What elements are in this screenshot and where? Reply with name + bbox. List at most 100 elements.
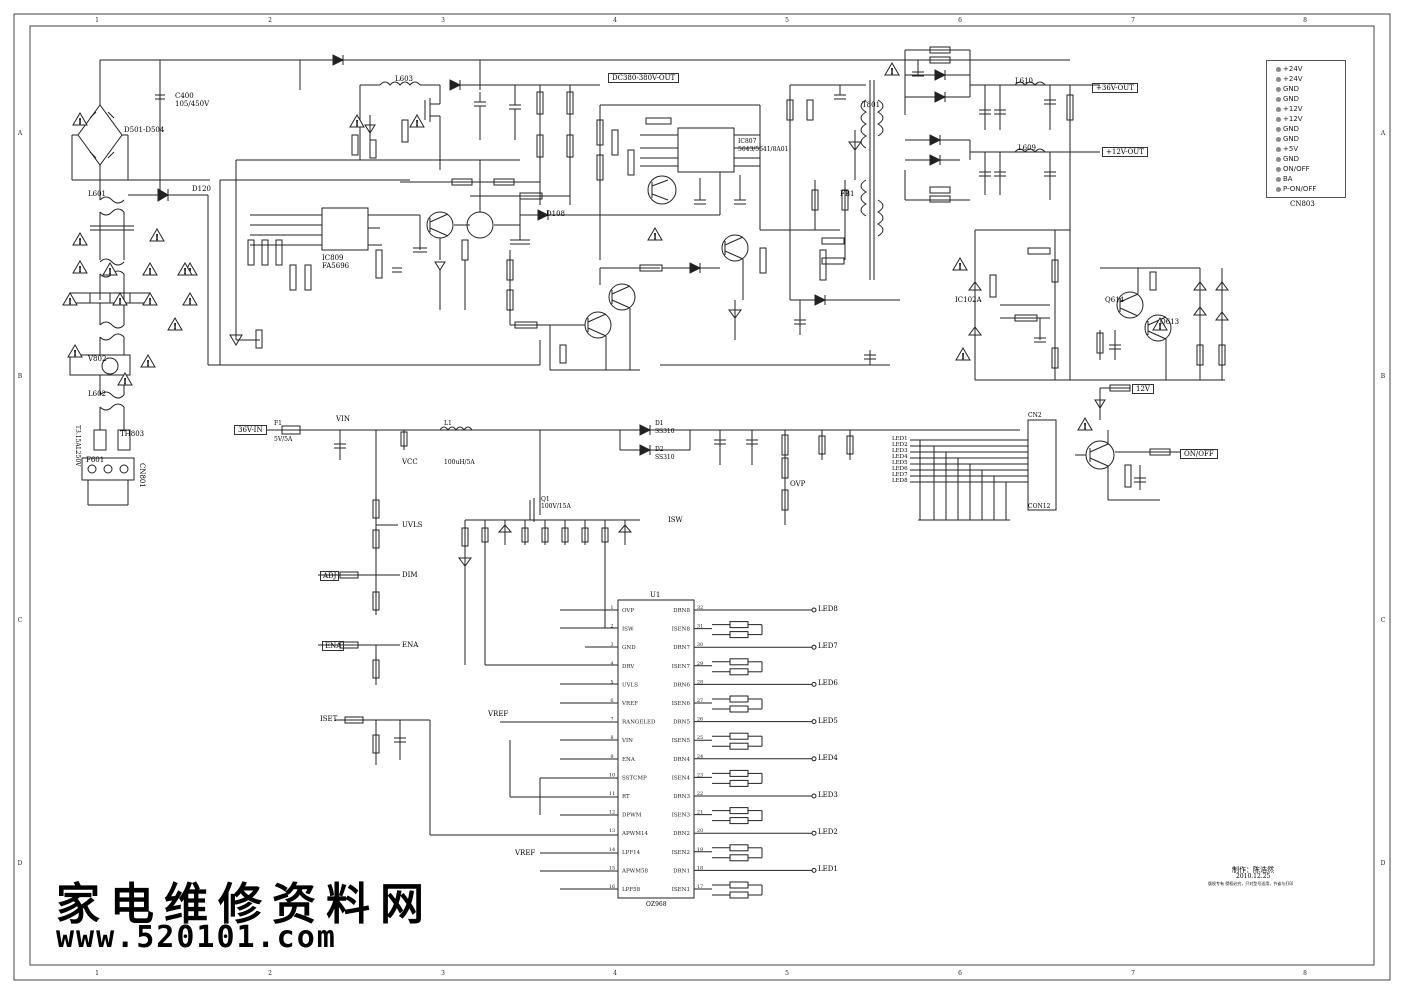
warning-mark: !	[174, 323, 177, 331]
c400-label: C400	[175, 92, 194, 100]
cn803-pin-label: +24V	[1276, 65, 1303, 73]
fuse-rating-label: T3.15AL250V	[74, 425, 81, 467]
power-supply-section	[69, 46, 1229, 890]
dc-rail-label: DC380-380V-OUT	[608, 73, 680, 83]
isw-net-label: ISW	[668, 516, 683, 524]
u1-pin-label: ISEN4	[672, 775, 691, 781]
warning-triangle	[647, 227, 663, 241]
ic809-part-label: FA5696	[322, 262, 350, 270]
onoff-rail-label: ON/OFF	[1180, 449, 1218, 459]
warning-triangle	[409, 114, 425, 128]
inner-frame	[29, 25, 1375, 966]
column-marker-top: 4	[613, 17, 617, 24]
warning-triangle	[884, 62, 900, 76]
u1-pin-label: ISEN5	[672, 738, 691, 744]
u1-pin-number: 26	[697, 717, 703, 723]
ic809-body	[321, 207, 369, 251]
cn803-pin-label: +12V	[1276, 115, 1303, 123]
cn803-pin-label: +5V	[1275, 145, 1299, 153]
isen-resistor	[729, 658, 749, 666]
ena-input-label: ENA	[322, 641, 345, 651]
q614-label: Q614	[1105, 296, 1125, 304]
l601-label: L601	[88, 190, 107, 198]
date-label: 2010.12.25	[1236, 873, 1271, 880]
u1-pin-label: VIN	[621, 738, 633, 744]
l609-label: L609	[1018, 144, 1037, 152]
u1-pin-number: 14	[609, 847, 615, 853]
u1-pin-number: 24	[697, 754, 703, 760]
author-label: 制作：陈浩然	[1232, 866, 1274, 874]
warning-triangle	[102, 262, 118, 276]
column-marker-bottom: 8	[1303, 970, 1307, 977]
u1-pin-number: 20	[697, 828, 703, 834]
vin-label: VIN	[336, 415, 350, 423]
cn2-input-label: LED3	[892, 448, 908, 454]
q613-label: Q613	[1160, 318, 1180, 326]
warning-mark: !	[119, 298, 122, 306]
u1-pin-number: 21	[697, 810, 703, 816]
d2-val-label: SS310	[655, 454, 675, 461]
outer-frame	[13, 13, 1391, 981]
d108-label: D108	[546, 210, 565, 218]
isen-resistor	[729, 817, 749, 825]
led-output-label: LED4	[818, 753, 838, 762]
u1-pin-label: RT	[622, 794, 630, 800]
u1-pin-number: 5	[610, 679, 613, 685]
u1-pin-number: 27	[697, 698, 703, 704]
warning-mark: !	[156, 234, 159, 242]
u1-pin-label: DRN4	[673, 757, 690, 763]
isen-resistor	[729, 844, 749, 852]
ic102a-label: IC102A	[955, 296, 982, 304]
led-output-terminal	[811, 867, 817, 873]
cn803-pin-label: BA	[1276, 175, 1293, 183]
l610-label: L610	[1015, 77, 1034, 85]
column-marker-bottom: 6	[958, 970, 962, 977]
cn2-input-label: LED1	[892, 436, 908, 442]
warning-mark: !	[189, 298, 192, 306]
in36-rail-label: 36V-IN	[234, 425, 267, 435]
th803-label: TH803	[120, 430, 145, 438]
led-output-terminal	[811, 830, 817, 836]
column-marker-top: 1	[95, 17, 99, 24]
warning-triangle	[149, 228, 165, 242]
u1-pin-number: 12	[609, 810, 615, 816]
note-label: 版权专有 侵权必究，只对型号适用，节省与打印	[1208, 881, 1294, 886]
u1-pin-number: 4	[610, 661, 613, 667]
cn803-pin-label: ON/OFF	[1276, 165, 1310, 173]
isen-resistor	[729, 769, 749, 777]
d1-val-label: SS310	[655, 428, 675, 435]
isen-resistor	[729, 705, 749, 713]
warning-mark: !	[109, 268, 112, 276]
fuse-f1-label: F1	[274, 420, 282, 427]
u1-name-label: U1	[650, 591, 661, 599]
warning-mark: !	[1159, 323, 1162, 331]
ic809-label: IC809	[322, 254, 344, 262]
fuse-f1-val-label: 5V/5A	[274, 436, 293, 443]
cn2-input-label: LED4	[892, 454, 908, 460]
u1-pin-number: 10	[609, 772, 615, 778]
ic807-part-label: 5643/5641/8A01	[738, 146, 789, 153]
cn803-pin-label: GND	[1275, 95, 1300, 103]
warning-triangle	[1077, 417, 1093, 431]
u1-pin-number: 2	[610, 624, 613, 630]
bridge-label: D501-D504	[124, 126, 165, 134]
led-output-label: LED5	[818, 716, 838, 725]
cn801-label: CN801	[138, 463, 146, 488]
led-output-label: LED8	[818, 605, 838, 613]
u1-pin-number: 17	[697, 884, 703, 890]
u1-pin-label: ENA	[622, 757, 636, 763]
warning-mark: !	[416, 120, 419, 128]
u1-pin-number: 9	[610, 754, 613, 760]
fb1-label: FB1	[840, 190, 855, 198]
column-marker-bottom: 1	[95, 970, 99, 977]
u1-pin-number: 11	[609, 791, 615, 797]
cn2-input-label: LED2	[892, 442, 908, 448]
u1-pin-label: DRN8	[673, 608, 690, 614]
vcc-label: VCC	[402, 458, 418, 466]
led-output-label: LED2	[818, 828, 838, 837]
